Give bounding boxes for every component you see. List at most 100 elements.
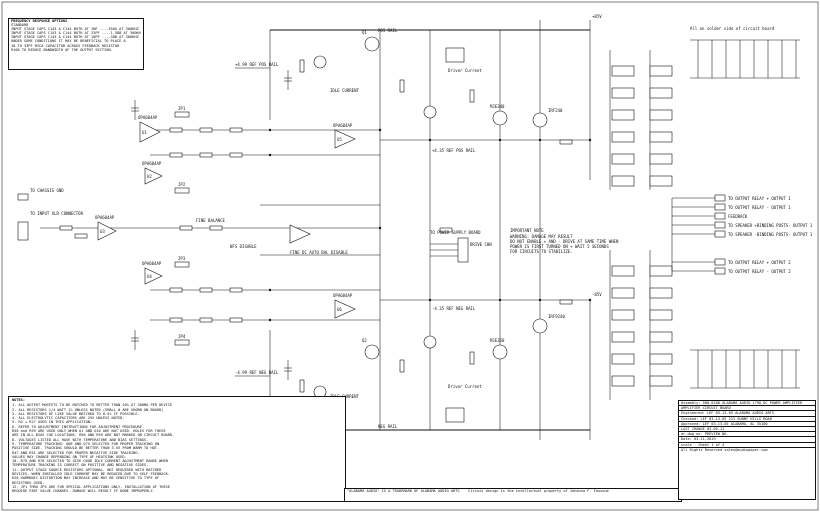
vcc-label: +85V: [592, 14, 602, 19]
transistor-q6: [423, 335, 437, 349]
svg-text:OPA604AP: OPA604AP: [333, 293, 353, 298]
fine-balance-label: FINE BALANCE: [196, 218, 225, 223]
svg-text:Q2: Q2: [362, 338, 367, 343]
note-line: 3. ALL RESISTORS OF LIKE VALUE MATCHED T…: [12, 411, 140, 416]
svg-text:U5: U5: [337, 137, 342, 142]
svg-text:U2: U2: [147, 174, 152, 179]
pos-rail-label: POS RAIL: [378, 28, 398, 33]
ip-line: Circuit design is the intellectual prope…: [468, 489, 609, 493]
output-connectors: TO OUTPUT RELAY + OUTPUT 1 TO OUTPUT REL…: [671, 194, 813, 275]
svg-text:JP4: JP4: [178, 334, 186, 339]
nfs-disable-label: NFS DISABLE: [230, 244, 257, 249]
note-line: DEVICES. WHEN INSTALLED IDLE CURRENT MAY…: [12, 472, 170, 477]
svg-text:OPA604AP: OPA604AP: [333, 123, 353, 128]
frequency-options-box: FREQUENCY RESPONSE OPTIONS STANDARD INPU…: [8, 18, 144, 70]
svg-text:DO NOT ENABLE + AND - DRIVE AT: DO NOT ENABLE + AND - DRIVE AT SAME TIME…: [510, 239, 619, 244]
svg-text:JP1: JP1: [178, 106, 186, 111]
note-line: 11. OUTPUT STAGE SOURCE RESISTORS OPTION…: [12, 467, 162, 472]
trademark-footer: "ALABAMA AUDIO" IS A TRADEMARK OF ALABAM…: [344, 488, 682, 502]
engineered-line: Engineered: LEF 03-13-05: [681, 411, 733, 416]
note-line: R26 HARMONIC DISTORTION MAY INCREASE AND…: [12, 476, 160, 481]
title-block: Assembly: 500-0100 ALABAMA AUDIO 1790 DC…: [678, 400, 816, 500]
note-line: RESISTORS USED.: [12, 480, 45, 485]
scale-label: scale: [681, 442, 692, 447]
xlr-connector: [17, 221, 29, 241]
checked-line: Checked: LEF 03-13-05: [681, 416, 727, 421]
svg-text:IMPORTANT NOTE: IMPORTANT NOTE: [510, 228, 544, 233]
last-change: LAST CHANGE 03-05-11: [681, 427, 725, 432]
ref-neg-mid-label: -4.35 REF NEG RAIL: [432, 306, 476, 311]
note-line: POSITIVE SIDE. TRACKING SHOULD BE BETTER…: [12, 446, 160, 451]
warning-note: IMPORTANT NOTE WARNING: DAMAGE MAY RESUL…: [510, 228, 619, 254]
opamp-u2: OPA604AP U2: [142, 161, 163, 185]
svg-text:U1: U1: [142, 130, 147, 135]
note-line: 6. REFER TO ADJUSTMENT INSTRUCTIONS FOR …: [12, 424, 144, 429]
svg-text:FOR CIRCUITS TO STABILIZE.: FOR CIRCUITS TO STABILIZE.: [510, 249, 573, 254]
notes-title: NOTES:: [12, 398, 25, 402]
svg-text:Driver Current: Driver Current: [448, 384, 482, 389]
frequency-options-line: R106 TO REDUCE BANDWIDTH OF THE OUTPUT S…: [11, 47, 113, 52]
solder-side-top-label: All on solder side of circuit board: [690, 26, 775, 31]
note-line: 10. R75 AND R76 SELECTED TO GIVE GOOD ID…: [12, 459, 168, 464]
transistor-q1: Q1: [362, 30, 380, 52]
fine-dc-label: FINE DC AUTO BAL DISABLE: [290, 250, 348, 255]
frequency-options-line: STANDARD: [11, 23, 29, 28]
desc-line1: ALABAMA AUDIO 1790 DC POWER AMPLIFIER: [722, 401, 803, 405]
driver-current-box-bottom: [445, 407, 465, 423]
sheet-value: 1 of 4: [711, 442, 725, 447]
date-line: Date: 03-11-2019: [681, 437, 716, 442]
note-line: 5. R2 + R27 USED IN THIS APPLICATION.: [12, 420, 93, 425]
opamp-u5: OPA604AP U5: [333, 123, 356, 149]
transistor-mje350: [492, 344, 508, 360]
transistor-q3: [313, 55, 327, 69]
output-devices-top: [609, 50, 673, 190]
svg-text:JP3: JP3: [178, 256, 186, 261]
svg-text:U3: U3: [100, 229, 105, 234]
transistor-q2: Q2: [362, 338, 380, 360]
frequency-options-line: 10 TO 33PF MICA CAPACITOR ACROSS FEEDBAC…: [11, 43, 120, 48]
svg-text:MJE350: MJE350: [490, 338, 505, 343]
svg-text:JP2: JP2: [178, 182, 186, 187]
drawing-no-value: PREVIEW NO.: [704, 432, 729, 437]
note-line: 1. ALL OUTPUT MOSFETS TO BE MATCHED TO B…: [12, 403, 173, 408]
note-line: 2. ALL RESISTORS 1/4 WATT 1% UNLESS NOTE…: [12, 407, 164, 412]
cap-bank-top: [690, 39, 800, 79]
svg-text:WARNING: DAMAGE MAY RESULT: WARNING: DAMAGE MAY RESULT: [510, 234, 573, 239]
ref-pos-mid-label: +4.35 REF POS RAIL: [432, 148, 476, 153]
company-name: ALABAMA AUDIO ARTS: [735, 411, 775, 416]
company-addr: 213 SUNNY HILLS ROAD: [728, 416, 772, 421]
frequency-options-line: INPUT STAGE CAPS C143 & C144 BOTH AT 33P…: [11, 31, 141, 36]
transistor-mje340: [492, 110, 508, 126]
mosfet-irf9240: [532, 318, 548, 334]
mosfet-irf240: [532, 112, 548, 128]
svg-text:TO SPEAKER -BINDING POSTS- OUT: TO SPEAKER -BINDING POSTS- OUTPUT 1: [728, 232, 813, 237]
svg-text:OPA604AP: OPA604AP: [95, 215, 115, 220]
neg-rail-label: NEG RAIL: [378, 424, 398, 429]
email-line: sales@audiopower.com: [724, 447, 768, 452]
svg-text:TO SPEAKER +BINDING POSTS- OUT: TO SPEAKER +BINDING POSTS- OUTPUT 1: [728, 223, 813, 228]
note-line: 4. ALL ELECTROLYTIC CAPACITORS ARE 25V U…: [12, 416, 125, 421]
svg-text:IRF240: IRF240: [548, 108, 563, 113]
output-devices-bottom: [609, 250, 673, 400]
driver-current-box-top: [445, 47, 465, 63]
ref-neg-label: -4.99 REF NEG RAIL: [235, 370, 279, 375]
svg-text:DRIVE CHN: DRIVE CHN: [470, 242, 492, 247]
note-line: ARE IN ALL BIAS CUE LOCATIONS. R50 AND R…: [12, 433, 175, 438]
ref-pos-label: +4.99 REF POS RAIL: [235, 62, 279, 67]
note-line: R47 AND R51 ARE SELECTED FOR PROPER NEGA…: [12, 450, 140, 455]
psu-connector: TO POWER SUPPLY BOARD DRIVE CHN: [430, 230, 492, 263]
rights-line: All Rights Reserved: [681, 447, 723, 452]
svg-text:OPA604AP: OPA604AP: [138, 115, 158, 120]
note-line: 9. TEMPERATURE TRACKING: Q68 AND Q75 SEL…: [12, 441, 160, 446]
jumpers: JP1 JP2 JP3 JP4: [174, 106, 190, 346]
opamp-u1: OPA604AP U1: [138, 115, 161, 143]
svg-text:U6: U6: [337, 307, 342, 312]
svg-text:OPA604AP: OPA604AP: [142, 261, 162, 266]
opamp-u3: OPA604AP U3: [95, 215, 117, 241]
resistor-network: [59, 59, 573, 393]
svg-text:TO OUTPUT RELAY + OUTPUT 1: TO OUTPUT RELAY + OUTPUT 1: [728, 196, 791, 201]
idle-current-top: IDLE CURRENT: [330, 88, 359, 93]
svg-text:FEEDBACK: FEEDBACK: [728, 214, 748, 219]
